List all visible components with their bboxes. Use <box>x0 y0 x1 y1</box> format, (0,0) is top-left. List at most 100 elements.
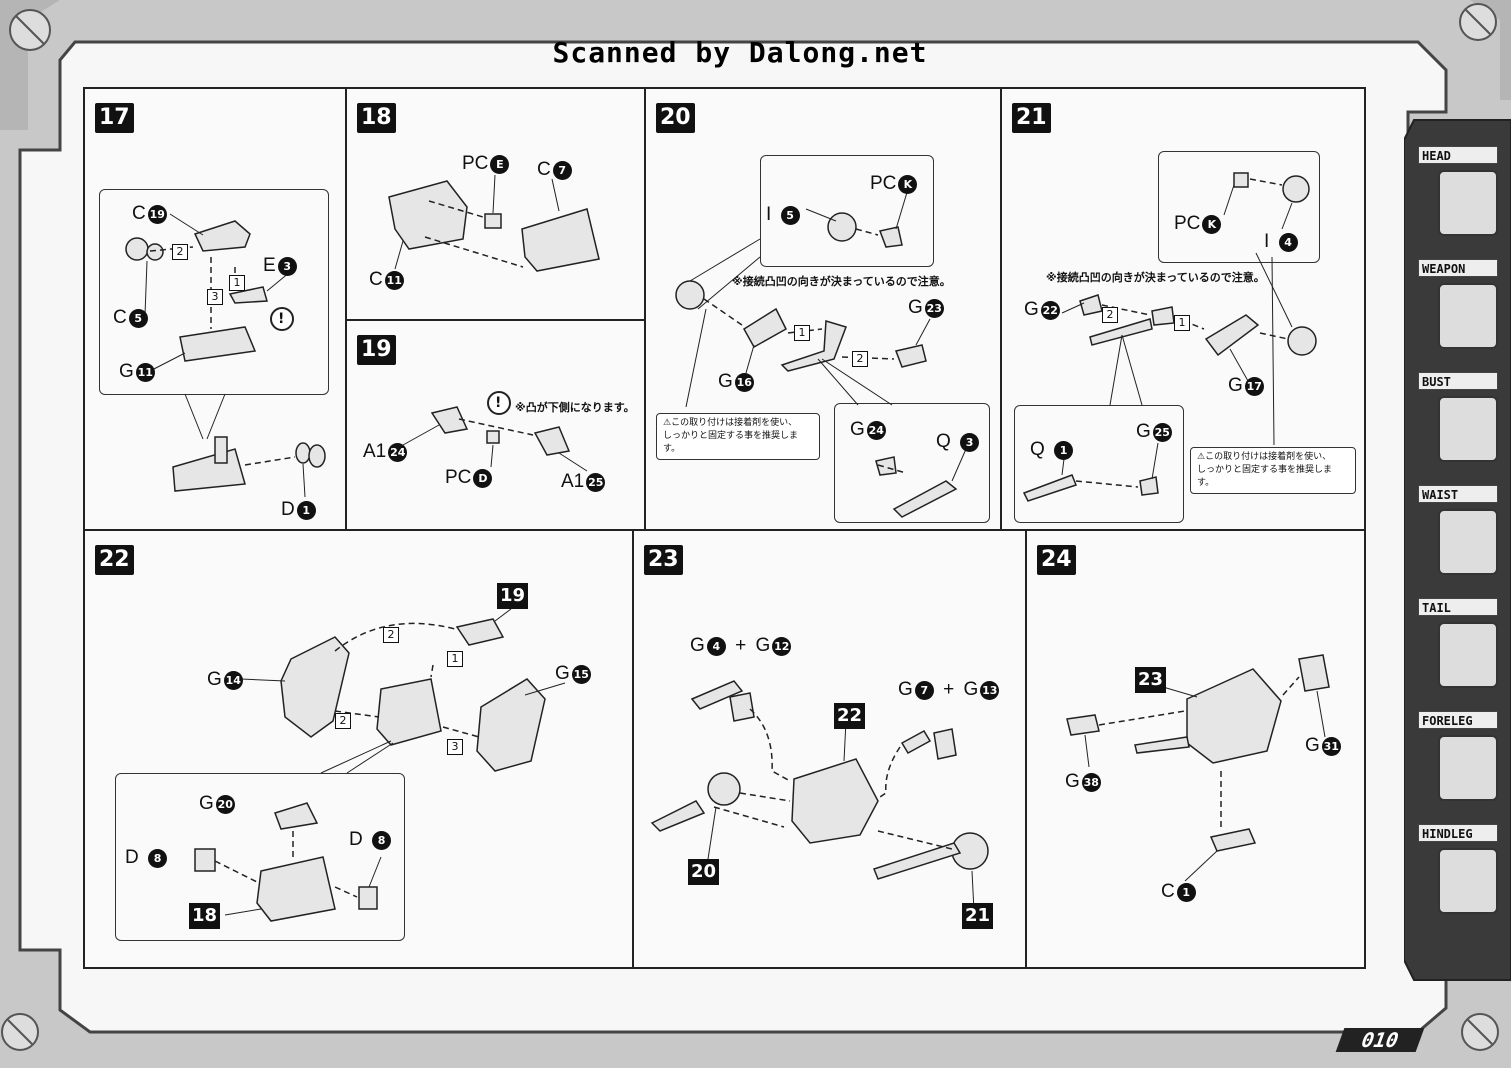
ref-step-21: 21 <box>962 903 994 929</box>
tab-label: WEAPON <box>1418 259 1498 277</box>
pc-cap-part <box>1233 172 1249 188</box>
block-19-part <box>455 618 505 646</box>
glue-note: ⚠この取り付けは接着剤を使い、 しっかりと固定する事を推奨します。 <box>656 413 820 460</box>
label-q1: Q 1 <box>1030 439 1074 461</box>
step-number: 17 <box>95 103 134 133</box>
core-part <box>376 678 442 746</box>
step-21-panel: 21 <box>1000 87 1366 531</box>
arm-part <box>742 307 787 349</box>
cover-part <box>521 208 600 272</box>
step-22-diagram <box>194 608 566 922</box>
tab-label: WAIST <box>1418 485 1498 503</box>
step-21-diagram <box>1022 172 1317 502</box>
sidebar-tab-weapon[interactable]: WEAPON <box>1414 257 1508 365</box>
sidebar-tab-hindleg[interactable]: HINDLEG <box>1414 822 1508 930</box>
ref-step-19: 19 <box>497 583 529 609</box>
step-number: 23 <box>644 545 683 575</box>
step-17-inset <box>99 189 329 395</box>
step-22-inset <box>115 773 405 941</box>
sidebar-tab-waist[interactable]: WAIST <box>1414 483 1508 591</box>
joint-part <box>125 237 149 261</box>
caution-mark: ! <box>278 311 285 327</box>
step-18-diagram <box>388 174 600 272</box>
sidebar-tab-foreleg[interactable]: FORELEG <box>1414 709 1508 817</box>
step-number: 20 <box>656 103 695 133</box>
c1-part <box>1209 828 1257 852</box>
caution-mark: ! <box>495 395 502 411</box>
sidebar-tab-tail[interactable]: TAIL <box>1414 596 1508 704</box>
sequence-marker: 2 <box>383 627 399 643</box>
tab-label: HINDLEG <box>1418 824 1498 842</box>
ref-step-18: 18 <box>189 903 221 929</box>
frame-part <box>388 180 468 250</box>
glue-note: ⚠この取り付けは接着剤を使い、 しっかりと固定する事を推奨します。 <box>1190 447 1356 494</box>
g31-part <box>1298 654 1330 692</box>
section-sidebar: HEAD WEAPON BUST WAIST TAIL FORELEG HIND… <box>1404 110 1511 990</box>
left-bracket-part <box>280 636 350 738</box>
step-number: 22 <box>95 545 134 575</box>
head-icon <box>1438 170 1498 236</box>
sequence-marker: 1 <box>794 325 810 341</box>
scan-title: Scanned by Dalong.net <box>552 36 928 69</box>
step-22-panel: 22 19 <box>83 529 635 969</box>
weapon-icon <box>1438 283 1498 349</box>
label-i5: I 5 <box>766 204 800 226</box>
label-d8-left: D 8 <box>125 847 168 869</box>
ref-step-23: 23 <box>1135 667 1167 693</box>
pc-cap-part <box>484 213 502 229</box>
right-bracket-part <box>476 678 546 772</box>
tail-icon <box>1438 622 1498 688</box>
foreleg-icon <box>1438 735 1498 801</box>
orientation-note: ※接続凸凹の向きが決まっているので注意。 <box>732 275 951 288</box>
step-number: 19 <box>357 335 396 365</box>
tab-label: BUST <box>1418 372 1498 390</box>
ref-step-22: 22 <box>834 703 866 729</box>
caution-icon <box>270 307 294 331</box>
arm-part <box>1204 314 1260 357</box>
leg-joint-part <box>707 772 741 806</box>
page-number: 010 <box>1335 1028 1425 1052</box>
sidebar-tab-head[interactable]: HEAD <box>1414 144 1508 252</box>
sequence-marker: 3 <box>447 739 463 755</box>
tab-label: TAIL <box>1418 598 1498 616</box>
sequence-marker: 1 <box>229 275 245 291</box>
caution-icon <box>487 391 511 415</box>
lower-base-part <box>179 326 257 362</box>
g38-part <box>1066 714 1100 736</box>
tab-label: FORELEG <box>1418 711 1498 729</box>
upper-cover-part <box>193 220 251 252</box>
step-20-panel: 20 <box>644 87 1002 531</box>
step-17-diagram <box>125 213 326 498</box>
step-23-diagram <box>650 680 989 912</box>
step-20-inset-bottom <box>834 403 990 523</box>
step-number: 24 <box>1037 545 1076 575</box>
sidebar-tab-bust[interactable]: BUST <box>1414 370 1508 478</box>
sequence-marker: 1 <box>447 651 463 667</box>
convex-note: ※凸が下側になります。 <box>515 401 635 414</box>
step-number: 21 <box>1012 103 1051 133</box>
body-assembly-part <box>1186 668 1282 764</box>
step-21-inset-top <box>1158 151 1320 263</box>
